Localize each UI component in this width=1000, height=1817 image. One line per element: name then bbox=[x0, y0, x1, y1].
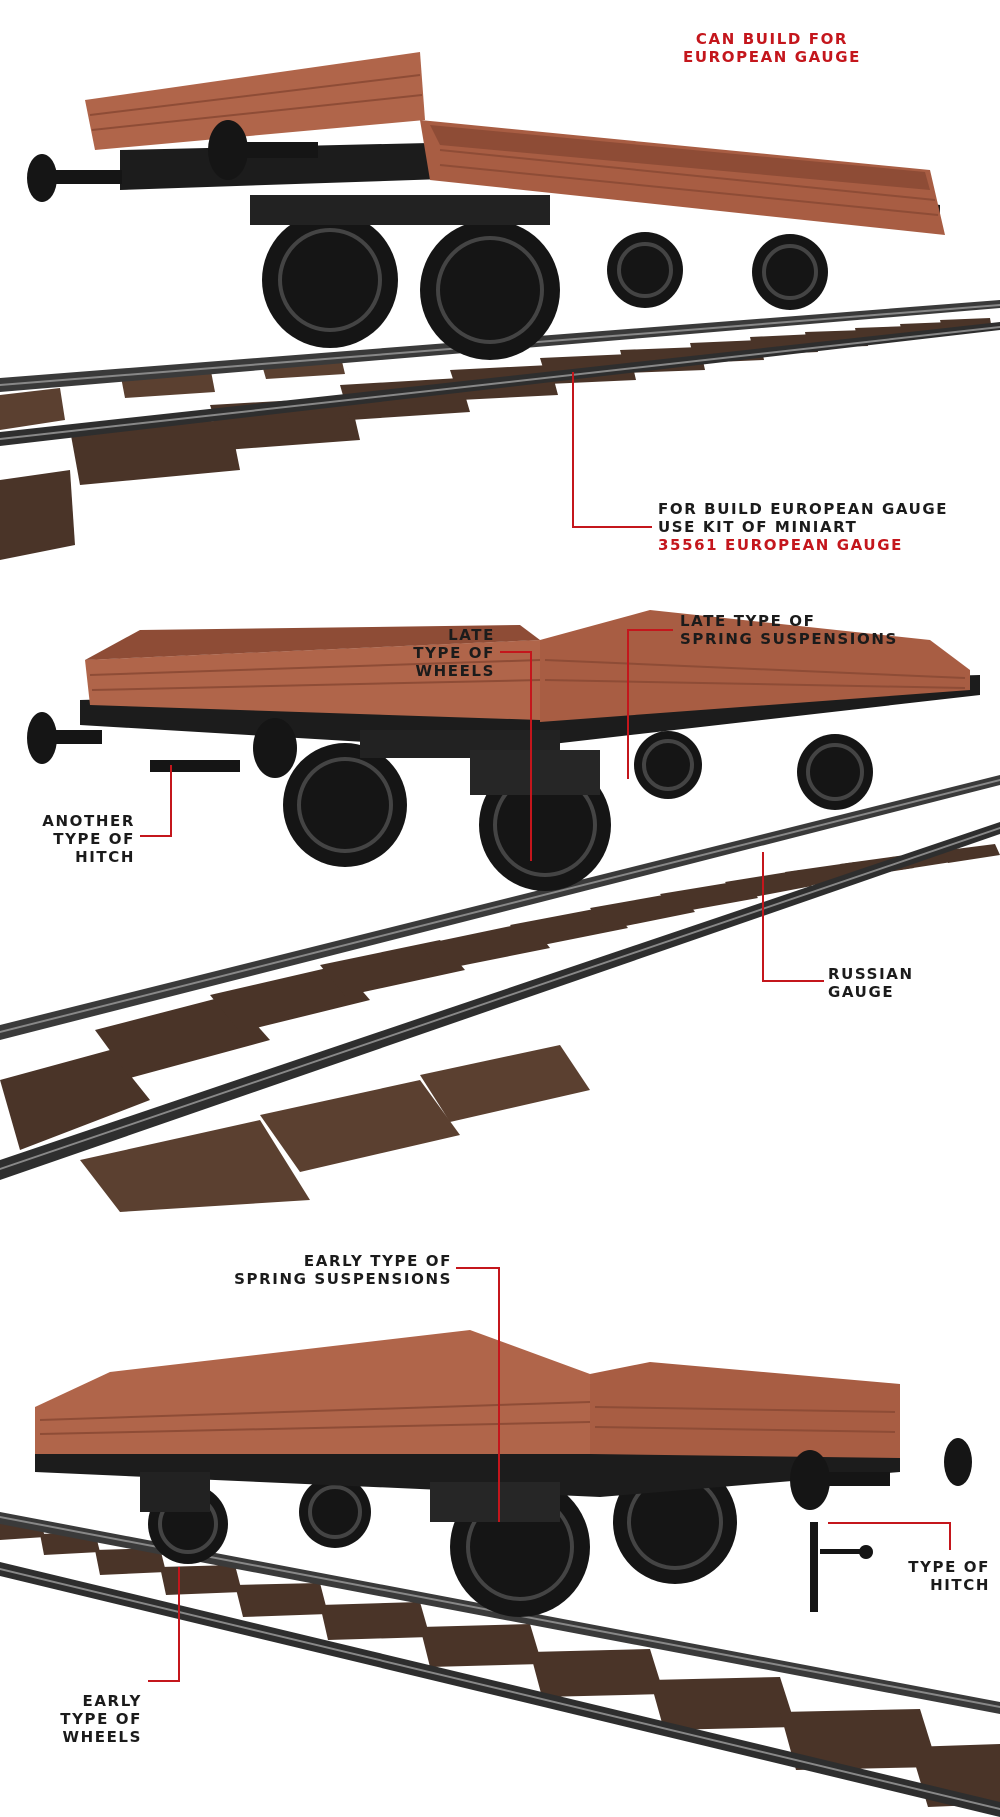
callout-line-horizontal bbox=[572, 526, 652, 528]
label-early-wheels: EARLY TYPE OF WHEELS bbox=[60, 1692, 142, 1746]
callout-line-vertical bbox=[572, 372, 574, 528]
panel-early-type: EARLY TYPE OF SPRING SUSPENSIONS TYPE OF… bbox=[0, 1222, 1000, 1817]
callout-line-hitch-v bbox=[949, 1522, 951, 1550]
label-type-of-hitch: TYPE OF HITCH bbox=[908, 1558, 990, 1594]
wagon-render-2 bbox=[0, 610, 1000, 1212]
label-russian-gauge: RUSSIAN GAUGE bbox=[828, 965, 914, 1001]
callout-line-early-wheels-v bbox=[178, 1567, 180, 1682]
label-late-wheels: LATE TYPE OF WHEELS bbox=[413, 626, 495, 680]
panel-european-gauge: CAN BUILD FOR EUROPEAN GAUGE FOR BUILD E… bbox=[0, 0, 1000, 590]
callout-line-late-wheels-v bbox=[530, 651, 532, 861]
callout-line-early-wheels-h bbox=[148, 1680, 180, 1682]
callout-line-hitch-h bbox=[828, 1522, 951, 1524]
callout-line-hitch-h bbox=[140, 835, 172, 837]
wagon-render-3 bbox=[0, 1330, 1000, 1817]
label-early-spring-suspensions: EARLY TYPE OF SPRING SUSPENSIONS bbox=[234, 1252, 452, 1288]
callout-line-late-springs-h bbox=[627, 629, 673, 631]
callout-line-late-wheels-h bbox=[500, 651, 530, 653]
callout-line-hitch-v bbox=[170, 765, 172, 837]
callout-line-gauge-v bbox=[762, 852, 764, 982]
callout-line-early-springs-h bbox=[456, 1267, 500, 1269]
headline-european-gauge: CAN BUILD FOR EUROPEAN GAUGE bbox=[683, 30, 861, 66]
callout-line-early-springs-v bbox=[498, 1267, 500, 1522]
panel-late-type: LATE TYPE OF WHEELS LATE TYPE OF SPRING … bbox=[0, 600, 1000, 1212]
label-late-spring-suspensions: LATE TYPE OF SPRING SUSPENSIONS bbox=[680, 612, 898, 648]
european-gauge-note: FOR BUILD EUROPEAN GAUGE USE KIT OF MINI… bbox=[658, 500, 949, 554]
callout-line-gauge-h bbox=[762, 980, 824, 982]
label-another-hitch: ANOTHER TYPE OF HITCH bbox=[42, 812, 135, 866]
callout-line-late-springs-v bbox=[627, 629, 629, 779]
wagon-render-1 bbox=[0, 52, 1000, 560]
